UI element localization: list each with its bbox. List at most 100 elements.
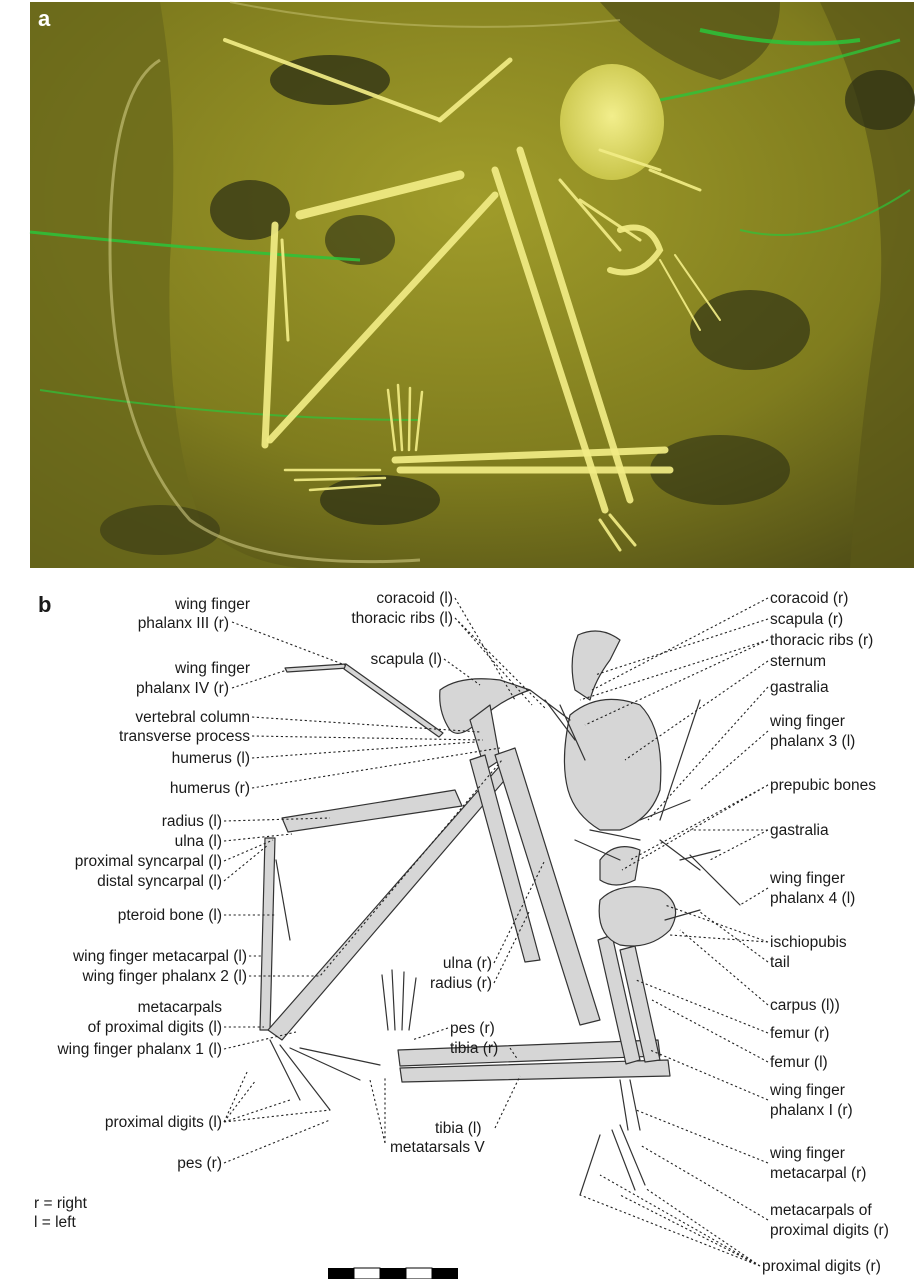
label-femur-l: femur (l) [770,1054,828,1071]
label-sternum: sternum [770,653,826,670]
label-wing-finger-phalanx-4-l-line2: phalanx 4 (l) [770,890,855,907]
dark-patch [100,505,220,555]
label-coracoid-l: coracoid (l) [376,590,453,607]
label-wing-finger-phalanx-i-r-line2: phalanx I (r) [770,1102,853,1119]
legend-right: r = right [34,1195,88,1212]
wing-finger-phalanx-iii-r [344,664,443,737]
leader-line [636,1110,768,1163]
coracoid-r [572,631,620,700]
leader-line [680,930,768,1005]
label-ulna-l: ulna (l) [175,833,222,850]
pteroid-bone-l [276,860,290,940]
label-prepubic-bones: prepubic bones [770,777,876,794]
wing-finger-metacarpal-l [260,838,275,1030]
label-ischiopubis: ischiopubis [770,934,847,951]
wing-finger-phalanx-4-l [690,855,740,905]
leader-line [252,742,475,758]
radius-ulna-l [282,790,462,832]
label-wing-finger-phalanx-3-l-line2: phalanx 3 (l) [770,733,855,750]
label-thoracic-ribs-l: thoracic ribs (l) [351,610,453,627]
leader-line [370,1078,385,1143]
label-metacarpals-of-proximal-digits-r-line1: metacarpals of [770,1202,872,1219]
leader-line [224,834,292,841]
label-transverse-process: transverse process [119,728,250,745]
label-coracoid-r: coracoid (r) [770,590,848,607]
wing-finger-phalanx-iv-r [285,664,348,672]
label-wing-finger-phalanx-4-l-line1: wing finger [769,870,845,887]
label-wing-finger-phalanx-iv-r-line2: phalanx IV (r) [136,680,229,697]
label-gastralia-upper: gastralia [770,679,829,696]
leader-line [252,736,483,740]
dark-patch [845,70,915,130]
label-wing-finger-phalanx-3-l-line1: wing finger [769,713,845,730]
label-proximal-syncarpal-l: proximal syncarpal (l) [75,853,222,870]
proximal-digits-l [270,1040,380,1110]
leader-line [249,760,502,976]
label-wing-finger-phalanx-iii-r-line1: wing finger [174,596,250,613]
panel-b-letter: b [38,592,51,617]
panel-a-photo: a [30,2,915,568]
sternum [564,699,660,830]
leader-line [700,912,768,962]
label-pteroid-bone-l: pteroid bone (l) [118,907,222,924]
leader-line [595,619,768,675]
label-femur-r: femur (r) [770,1025,829,1042]
skeleton-drawing [260,631,740,1195]
label-gastralia-lower: gastralia [770,822,829,839]
dark-patch [320,475,440,525]
label-wing-finger-phalanx-1-l: wing finger phalanx 1 (l) [56,1041,222,1058]
label-pes-r-left: pes (r) [177,1155,222,1172]
label-radius-l: radius (l) [162,813,222,830]
leader-line [224,1032,296,1049]
leader-line [412,1028,448,1040]
leader-line [690,830,768,860]
label-wing-finger-phalanx-2-l: wing finger phalanx 2 (l) [81,968,247,985]
scale-bar [328,1268,458,1279]
label-metacarpals-of-proximal-digits-r-line2: proximal digits (r) [770,1222,889,1239]
scale-bar-segment [328,1268,354,1279]
panel-b: b [34,590,889,1279]
ischiopubis [599,887,675,946]
labels-top: coracoid (l) thoracic ribs (l) scapula (… [351,590,453,668]
leader-line [224,1120,330,1163]
label-proximal-digits-l: proximal digits (l) [105,1114,222,1131]
label-wing-finger-phalanx-i-r-line1: wing finger [769,1082,845,1099]
label-radius-r: radius (r) [430,975,492,992]
label-wing-finger-phalanx-iii-r-line2: phalanx III (r) [138,615,229,632]
scale-bar-segment [406,1268,432,1279]
leader-line [580,1175,760,1266]
labels-right: coracoid (r) scapula (r) thoracic ribs (… [762,590,889,1275]
label-metacarpals-line2: of proximal digits (l) [88,1019,222,1036]
label-metatarsals-v: metatarsals V [390,1139,485,1156]
label-metacarpals-line1: metacarpals [138,999,223,1016]
prepubic-bones [600,847,640,885]
legend-left: l = left [34,1214,76,1231]
label-vertebral-column: vertebral column [135,709,250,726]
label-scapula-r: scapula (r) [770,611,843,628]
fossil-skull [560,64,664,180]
label-wing-finger-metacarpal-r-line2: metacarpal (r) [770,1165,866,1182]
legend: r = right l = left [34,1195,88,1231]
label-pes-r-middle: pes (r) [450,1020,495,1037]
proximal-digits-r [580,1125,645,1195]
label-humerus-l: humerus (l) [172,750,250,767]
leader-line [252,748,500,788]
scale-bar-segment [432,1268,458,1279]
label-tibia-l: tibia (l) [435,1120,482,1137]
label-scapula-l: scapula (l) [371,651,443,668]
leader-line [224,1070,330,1122]
label-distal-syncarpal-l: distal syncarpal (l) [97,873,222,890]
label-proximal-digits-r: proximal digits (r) [762,1258,881,1275]
leader-line [495,1076,520,1128]
labels-left: wing finger phalanx III (r) wing finger … [56,596,250,1172]
label-wing-finger-metacarpal-l: wing finger metacarpal (l) [72,948,247,965]
leader-line [232,622,345,665]
leader-line [700,731,768,790]
label-ulna-r: ulna (r) [443,955,492,972]
panel-a-letter: a [38,6,51,31]
pes-r-upper [382,970,416,1030]
label-thoracic-ribs-r: thoracic ribs (r) [770,632,873,649]
leader-line [648,687,768,820]
leader-line [224,845,268,881]
